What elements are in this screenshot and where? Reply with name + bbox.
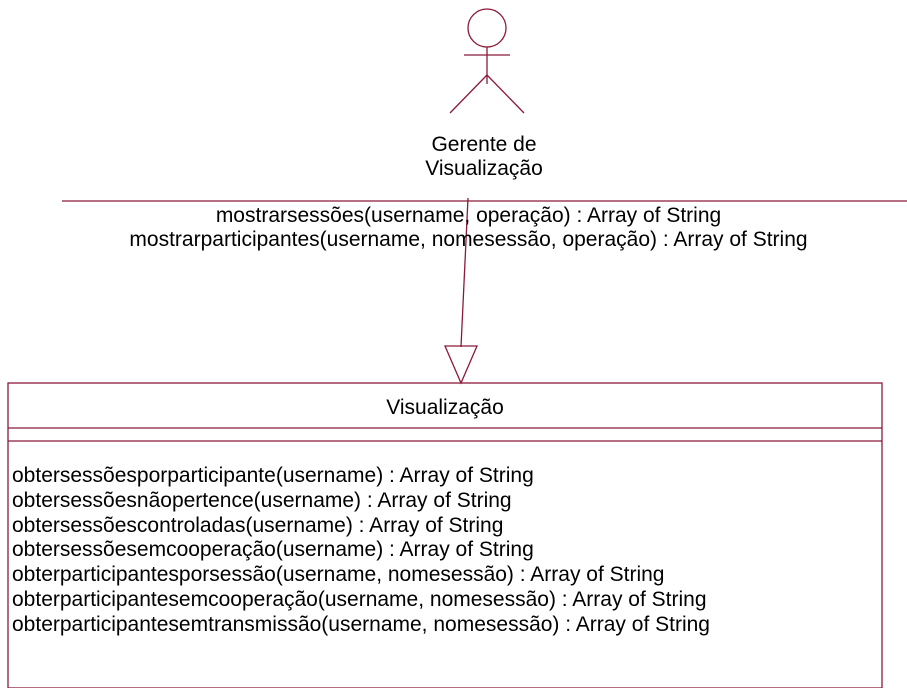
actor-right-leg [486, 74, 525, 114]
actor-left-leg [449, 74, 488, 114]
actor-operation: mostrarsessões(username, operação) : Arr… [215, 204, 722, 227]
class-operations: obtersessõesporparticipante(username) : … [12, 464, 710, 638]
class-box [7, 382, 883, 688]
class-operation: obtersessõesnãopertence(username) : Arra… [12, 488, 512, 512]
class-operation: obtersessõesporparticipante(username) : … [12, 464, 534, 487]
class-operation: obterparticipantesporsessão(username, no… [12, 563, 665, 587]
actor-name-line2: Visualização [425, 157, 543, 180]
class-operation: obtersessõesemcooperação(username) : Arr… [12, 538, 534, 562]
class-operation: obtersessõescontroladas(username) : Arra… [12, 513, 504, 537]
generalization-arrowhead [444, 345, 478, 385]
actor-operations: mostrarsessões(username, operação) : Arr… [30, 204, 907, 252]
generalization-line [460, 197, 469, 348]
class-operation: obterparticipantesemtransmissão(username… [12, 612, 710, 636]
actor-figure [449, 8, 525, 114]
actor-head [467, 8, 507, 48]
actor-name-line1: Gerente de [431, 133, 537, 156]
actor-operation: mostrarparticipantes(username, nomesessã… [129, 228, 808, 251]
class-operation: obterparticipantesemcooperação(username,… [12, 587, 707, 611]
actor-name: Gerente de Visualização [384, 133, 584, 181]
class-name: Visualização [386, 396, 504, 419]
